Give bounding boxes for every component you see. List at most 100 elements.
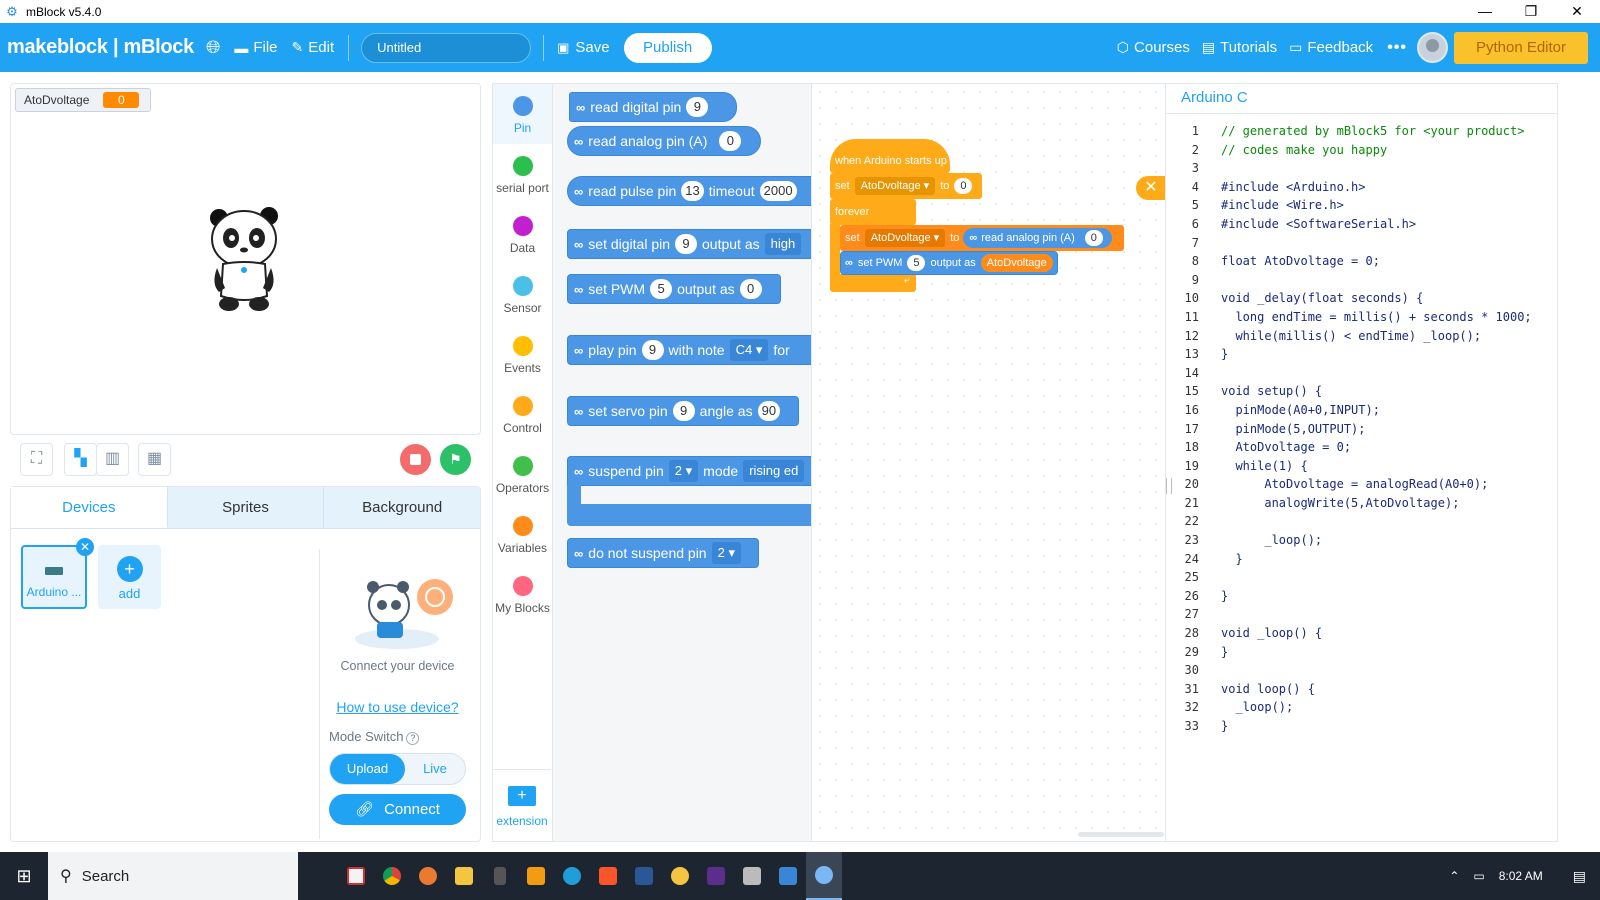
mblock-taskbar-icon[interactable]: [806, 852, 842, 900]
block-input[interactable]: 9: [686, 97, 709, 117]
grid-view-icon[interactable]: ▦: [138, 443, 171, 476]
chrome-icon[interactable]: [374, 852, 410, 900]
category-data[interactable]: Data: [493, 204, 552, 264]
calculator-icon[interactable]: [482, 852, 518, 900]
code-line[interactable]: 11 long endTime = millis() + seconds * 1…: [1166, 308, 1532, 327]
add-device-button[interactable]: + add: [98, 545, 161, 609]
courses-menu[interactable]: ⬡ Courses: [1117, 39, 1190, 56]
live-mode-button[interactable]: Live: [423, 761, 447, 776]
word-icon[interactable]: [626, 852, 662, 900]
block-dropdown[interactable]: AtoDvoltage ▾: [854, 177, 936, 195]
code-line[interactable]: 7: [1166, 234, 1532, 253]
file-explorer-icon[interactable]: [446, 852, 482, 900]
code-line[interactable]: 14: [1166, 364, 1532, 383]
code-line[interactable]: 22: [1166, 512, 1532, 531]
code-line[interactable]: 29}: [1166, 643, 1532, 662]
horizontal-scrollbar[interactable]: [1078, 832, 1164, 837]
block-input[interactable]: 0: [954, 178, 973, 194]
green-flag-button[interactable]: ⚑: [440, 444, 471, 475]
read-analog-pin-reporter[interactable]: ∞read analog pin (A)0: [963, 228, 1112, 248]
variable-reporter[interactable]: AtoDvoltage: [980, 254, 1053, 272]
help-icon[interactable]: ?: [406, 732, 420, 745]
feedback-menu[interactable]: ▭ Feedback: [1289, 39, 1373, 56]
app-icon[interactable]: [410, 852, 446, 900]
code-line[interactable]: 23 _loop();: [1166, 531, 1532, 550]
block-dropdown[interactable]: C4 ▾: [729, 339, 769, 361]
code-line[interactable]: 3: [1166, 159, 1532, 178]
code-line[interactable]: 21 analogWrite(5,AtoDvoltage);: [1166, 494, 1532, 513]
notification-icon[interactable]: ▤: [1572, 867, 1586, 884]
more-menu-icon[interactable]: •••: [1387, 38, 1407, 56]
stage-canvas[interactable]: AtoDvoltage 0: [10, 83, 481, 435]
code-line[interactable]: 19 while(1) {: [1166, 457, 1532, 476]
tab-devices[interactable]: Devices: [11, 487, 168, 528]
language-globe-icon[interactable]: 🌐︎: [205, 37, 221, 57]
media-player-icon[interactable]: [518, 852, 554, 900]
edit-menu[interactable]: ✎ Edit: [292, 39, 335, 56]
category-operators[interactable]: Operators: [493, 444, 552, 504]
block-input[interactable]: 0: [1084, 230, 1103, 246]
how-to-use-device-link[interactable]: How to use device?: [336, 699, 459, 715]
block-dropdown[interactable]: AtoDvoltage ▾: [864, 229, 946, 247]
maximize-button[interactable]: ❐: [1524, 3, 1538, 19]
vertical-scrollbar[interactable]: [1558, 83, 1568, 842]
code-line[interactable]: 32 _loop();: [1166, 698, 1532, 717]
close-code-panel-icon[interactable]: ✕: [1136, 176, 1165, 200]
panel-resize-handle[interactable]: [1166, 478, 1172, 494]
block-input[interactable]: 0: [719, 131, 742, 151]
panda-sprite[interactable]: [209, 204, 281, 314]
read-analog-pin-block[interactable]: ∞read analog pin (A)0: [567, 126, 761, 156]
stop-button[interactable]: [400, 444, 431, 475]
code-line[interactable]: 30: [1166, 661, 1532, 680]
network-app-icon[interactable]: [770, 852, 806, 900]
code-line[interactable]: 4#include <Arduino.h>: [1166, 178, 1532, 197]
block-dropdown[interactable]: high: [764, 233, 802, 255]
code-line[interactable]: 2// codes make you happy: [1166, 141, 1532, 160]
file-menu[interactable]: ▬ File: [234, 39, 277, 56]
edge-icon[interactable]: [554, 852, 590, 900]
block-dropdown[interactable]: 2 ▾: [668, 460, 699, 482]
category-events[interactable]: Events: [493, 324, 552, 384]
code-line[interactable]: 1// generated by mBlock5 for <your produ…: [1166, 122, 1532, 141]
brand-logo[interactable]: makeblock | mBlock: [7, 36, 194, 58]
brave-icon[interactable]: [590, 852, 626, 900]
block-input[interactable]: 90: [757, 401, 781, 421]
category-control[interactable]: Control: [493, 384, 552, 444]
remove-device-icon[interactable]: ✕: [76, 538, 94, 556]
code-line[interactable]: 26}: [1166, 587, 1532, 606]
code-editor[interactable]: 1// generated by mBlock5 for <your produ…: [1166, 122, 1532, 736]
user-avatar[interactable]: [1417, 32, 1448, 63]
block-input[interactable]: 9: [641, 340, 664, 360]
save-button[interactable]: ▣ Save: [557, 39, 610, 56]
code-line[interactable]: 9: [1166, 271, 1532, 290]
printer-icon[interactable]: [734, 852, 770, 900]
category-my-blocks[interactable]: My Blocks: [493, 564, 552, 624]
code-line[interactable]: 27: [1166, 605, 1532, 624]
block-input[interactable]: 9: [672, 401, 695, 421]
category-pin[interactable]: Pin: [493, 84, 552, 144]
small-stage-icon[interactable]: ▥: [96, 443, 129, 476]
upload-mode-button[interactable]: Upload: [330, 754, 405, 784]
code-line[interactable]: 5#include <Wire.h>: [1166, 196, 1532, 215]
chevron-up-icon[interactable]: ⌃: [1449, 869, 1460, 883]
clock[interactable]: 8:02 AM: [1498, 869, 1543, 883]
block-dropdown[interactable]: 2 ▾: [711, 542, 741, 564]
block-input[interactable]: 5: [650, 279, 673, 299]
tab-background[interactable]: Background: [362, 499, 443, 516]
project-title-input[interactable]: Untitled: [361, 32, 532, 63]
category-sensor[interactable]: Sensor: [493, 264, 552, 324]
minimize-button[interactable]: —: [1478, 3, 1492, 19]
connect-button[interactable]: 🔗︎Connect: [329, 794, 466, 825]
category-variables[interactable]: Variables: [493, 504, 552, 564]
tab-sprites[interactable]: Sprites: [168, 487, 325, 528]
